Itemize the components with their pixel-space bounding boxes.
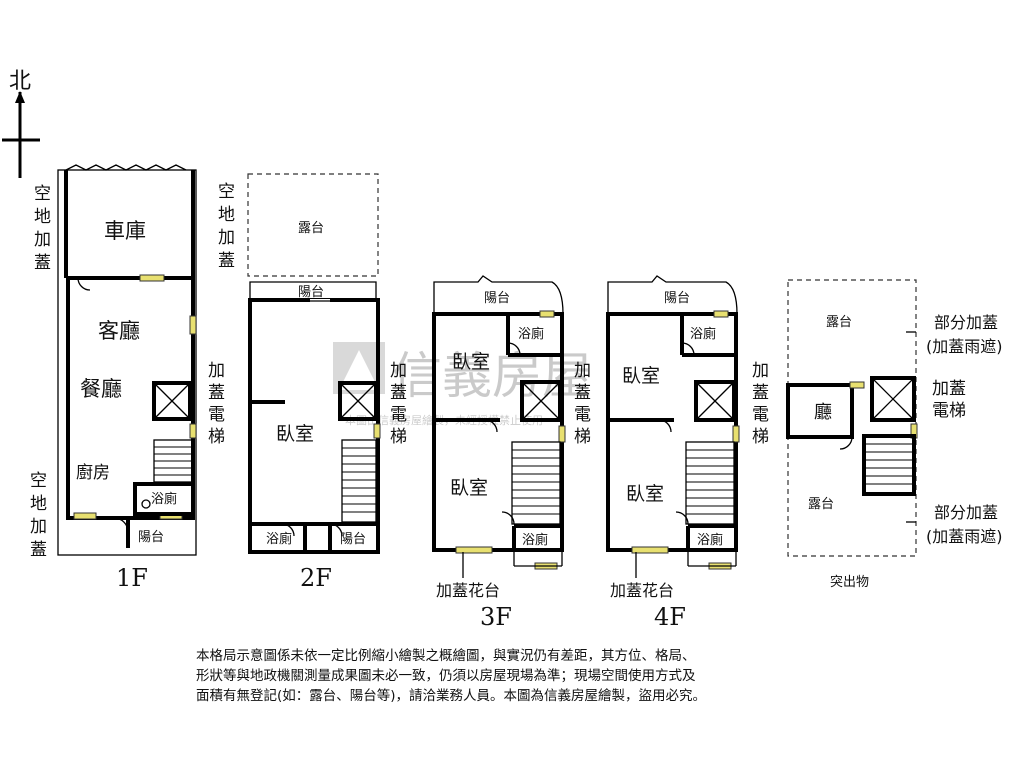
disclaimer-notice: 本格局示意圖係未依一定比例縮小繪製之概繪圖，與實況仍有差距，其方位、格局、 形狀… [196, 646, 836, 706]
annotation-awning-bottom: (加蓋雨遮) [926, 527, 1003, 546]
annotation-elevator-1f: 加蓋電梯 [208, 361, 225, 447]
annotation-awning-top: (加蓋雨遮) [926, 337, 1003, 356]
3f-floor-label: 3F [480, 603, 512, 631]
roof-staircase-walls [862, 434, 916, 496]
2f-front-balcony-label: 陽台 [298, 285, 324, 300]
annotation-elevator-2f: 加蓋電梯 [390, 361, 407, 447]
2f-window [373, 423, 381, 439]
disclaimer-line: 面積有無登記(如：露台、陽台等)，請洽業務人員。本圖為信義房屋繪製，盜用必究。 [196, 688, 707, 704]
north-compass: 北 [2, 69, 40, 178]
2f-terrace-label: 露台 [298, 221, 324, 236]
3f-bathroom-top-label: 浴廁 [518, 326, 544, 342]
floor-2f: 露台 陽台 臥室 浴廁 陽台 2F [247, 173, 381, 592]
4f-balcony-label: 陽台 [664, 291, 690, 306]
annotations: 空地加蓋 空地加蓋 空地加蓋 加蓋電梯 加蓋電梯 加蓋電梯 加蓋電梯 加蓋電梯 [30, 182, 1003, 600]
2f-bathroom-label: 浴廁 [266, 531, 292, 547]
annotation-elevator-4f: 加蓋電梯 [752, 361, 769, 447]
annotation-kongdi-2f: 空地加蓋 [218, 182, 235, 271]
4f-bathroom-top-label: 浴廁 [690, 326, 716, 342]
roof-hall-walls [786, 383, 854, 439]
1f-kitchen-label: 廚房 [76, 462, 110, 483]
1f-garage-door [65, 164, 187, 171]
3f-front-balcony-outline [433, 275, 564, 315]
1f-door-swing [77, 277, 91, 291]
floor-4f: 陽台 浴廁 臥室 臥室 浴廁 4F [606, 275, 740, 631]
3f-staircase [511, 441, 561, 525]
3f-bedroom-label: 臥室 [450, 477, 488, 499]
1f-balcony-label: 陽台 [138, 530, 164, 545]
annotation-partial-addition-bottom: 部分加蓋 [934, 503, 998, 522]
annotation-elevator-roof: 加蓋電梯 [932, 379, 966, 421]
3f-bathroom-label: 浴廁 [522, 532, 548, 548]
1f-window [189, 315, 197, 335]
1f-window [189, 423, 197, 439]
4f-bedroom-label: 臥室 [626, 483, 664, 505]
north-label: 北 [9, 69, 31, 94]
north-arrow-head [15, 91, 25, 103]
1f-floor-label: 1F [116, 564, 148, 592]
annotation-kongdi-1f-bottom: 空地加蓋 [30, 471, 47, 560]
roof-hall-label: 廳 [814, 402, 832, 423]
annotation-elevator-3f: 加蓋電梯 [574, 361, 591, 447]
2f-terrace-outline [247, 173, 379, 277]
floor-3f: 陽台 浴廁 臥室 臥室 浴廁 3F [432, 275, 566, 631]
1f-window [139, 274, 165, 282]
1f-elevator-shaft [152, 381, 192, 421]
roof-structure-label: 突出物 [830, 574, 869, 590]
4f-bedroom-top-label: 臥室 [622, 365, 660, 387]
elevator-cross [155, 384, 189, 418]
floor-1f: 車庫 客廳 餐廳 廚房 浴廁 陽台 1F [57, 164, 197, 592]
4f-bathroom-label: 浴廁 [697, 532, 723, 548]
roof-terrace-top-label: 露台 [826, 315, 852, 330]
1f-dining-room-label: 餐廳 [80, 377, 122, 401]
2f-elevator-shaft [338, 381, 378, 421]
2f-balcony-label: 陽台 [340, 532, 366, 547]
disclaimer-line: 形狀等與地政機關測量成果圖未必一致，仍須以房屋現場為準；現場空間使用方式及 [196, 668, 696, 684]
roof-terrace-label: 露台 [808, 497, 834, 512]
annotation-kongdi-1f-top: 空地加蓋 [34, 184, 51, 273]
2f-bedroom-label: 臥室 [276, 423, 314, 445]
annotation-partial-addition-top: 部分加蓋 [934, 313, 998, 332]
4f-staircase [685, 441, 735, 525]
floor-roof: 露台 廳 露台 [786, 279, 918, 557]
4f-front-balcony-outline [607, 275, 738, 315]
watermark-logo-mark [339, 350, 379, 390]
2f-staircase [341, 439, 377, 523]
2f-floor-label: 2F [300, 564, 332, 592]
1f-bathroom-walls [133, 482, 195, 516]
roof-elevator-shaft [870, 376, 916, 422]
1f-living-room-label: 客廳 [98, 319, 140, 343]
3f-elevator-shaft [520, 380, 562, 422]
annotation-planter-3f: 加蓋花台 [436, 581, 500, 600]
disclaimer-line: 本格局示意圖係未依一定比例縮小繪製之概繪圖，與實況仍有差距，其方位、格局、 [196, 648, 696, 664]
1f-garage-label: 車庫 [104, 219, 146, 243]
annotation-planter-4f: 加蓋花台 [610, 581, 674, 600]
1f-door-swing [113, 517, 129, 533]
3f-balcony-label: 陽台 [484, 291, 510, 306]
2f-front-balcony-outline [249, 281, 377, 300]
1f-bathroom-label: 浴廁 [151, 491, 177, 507]
4f-elevator-shaft [694, 380, 736, 422]
4f-floor-label: 4F [654, 603, 686, 631]
toilet-icon [141, 499, 151, 509]
1f-window [73, 512, 97, 520]
3f-bedroom-top-label: 臥室 [452, 351, 490, 373]
4f-main-walls [606, 312, 738, 552]
